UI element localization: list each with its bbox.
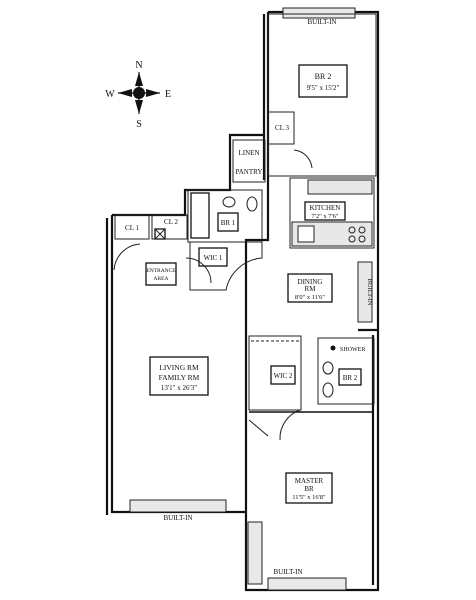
toilet-icon (246, 196, 258, 212)
living-line2: FAMILY RM (159, 373, 200, 382)
built-in-right: BUILT-IN (357, 261, 373, 323)
room-bath-br2: SHOWER BR 2 (317, 337, 375, 405)
compass-east: E (165, 89, 171, 100)
room-wic2: WIC 2 (248, 335, 302, 411)
dining-name: DINING (298, 278, 323, 286)
room-closets: CL 1 CL 2 (113, 214, 188, 271)
room-linen-pantry: LINEN PANTRY (232, 139, 266, 183)
bath-sink-icon (322, 361, 334, 375)
master-name2: BR (304, 485, 314, 493)
kitchen-sink-icon (297, 225, 315, 243)
living-line1: LIVING RM (159, 363, 199, 372)
cl3-label: CL 3 (275, 124, 289, 132)
built-in-master-label: BUILT-IN (273, 568, 302, 576)
br1-label: BR 1 (221, 219, 236, 227)
br2-top-name: BR 2 (315, 72, 332, 81)
built-in-living-label: BUILT-IN (163, 514, 192, 522)
wic2-label: WIC 2 (274, 372, 293, 380)
built-in-master: BUILT-IN (267, 568, 347, 591)
built-in-right-label: BUILT-IN (366, 279, 373, 306)
sink-icon (222, 196, 236, 208)
wic1-label: WIC 1 (204, 254, 223, 262)
bath-toilet-icon (322, 382, 334, 398)
shower-label: SHOWER (340, 347, 365, 353)
pantry-label: PANTRY (236, 168, 263, 176)
stove-burner-icon (348, 226, 356, 234)
room-cl3: CL 3 (267, 111, 313, 169)
built-in-living: BUILT-IN (129, 499, 227, 522)
kitchen-name: KITCHEN (310, 204, 341, 212)
kitchen-dims: 7'2" x 7'6" (311, 213, 338, 220)
entry-door-swing (113, 243, 141, 271)
compass-center-icon (133, 87, 145, 99)
compass-north: N (135, 60, 142, 71)
compass-south: S (136, 119, 142, 130)
master-dims: 11'5" x 16'8" (292, 494, 326, 501)
entrance-area: ENTRANCE AREA (145, 262, 177, 286)
br2-top-dims: 9'5" x 15'2" (307, 84, 340, 92)
room-living: LIVING RM FAMILY RM 13'1" x 26'3" (149, 356, 209, 396)
living-dims: 13'1" x 26'3" (161, 384, 197, 392)
built-in-top-label: BUILT-IN (307, 18, 336, 26)
cl1-label: CL 1 (125, 224, 139, 232)
room-wic1: WIC 1 (185, 241, 263, 291)
shower-icon (330, 345, 336, 351)
dining-name2: RM (305, 285, 317, 293)
room-dining: DINING RM 8'0" x 11'6" (287, 273, 333, 303)
built-in-top: BUILT-IN (282, 7, 356, 26)
dining-dims: 8'0" x 11'6" (295, 294, 326, 301)
entrance-line2: AREA (154, 276, 169, 282)
cl3-door-swing (293, 149, 313, 169)
room-master-br: MASTER BR 11'5" x 16'8" (247, 472, 333, 585)
entrance-line1: ENTRANCE (146, 268, 176, 274)
compass-rose: N S W E (105, 60, 171, 130)
room-bath-br1: BR 1 (187, 189, 263, 243)
bathtub-icon (190, 192, 210, 239)
room-kitchen: KITCHEN 7'2" x 7'6" (289, 177, 375, 249)
br2-bath-label: BR 2 (343, 374, 358, 382)
compass-west: W (105, 89, 115, 100)
room-br2-top: BR 2 9'5" x 15'2" (267, 13, 377, 177)
master-doors (248, 409, 373, 441)
linen-label: LINEN (239, 149, 260, 157)
cl2-label: CL 2 (164, 218, 178, 226)
master-name: MASTER (295, 477, 324, 485)
